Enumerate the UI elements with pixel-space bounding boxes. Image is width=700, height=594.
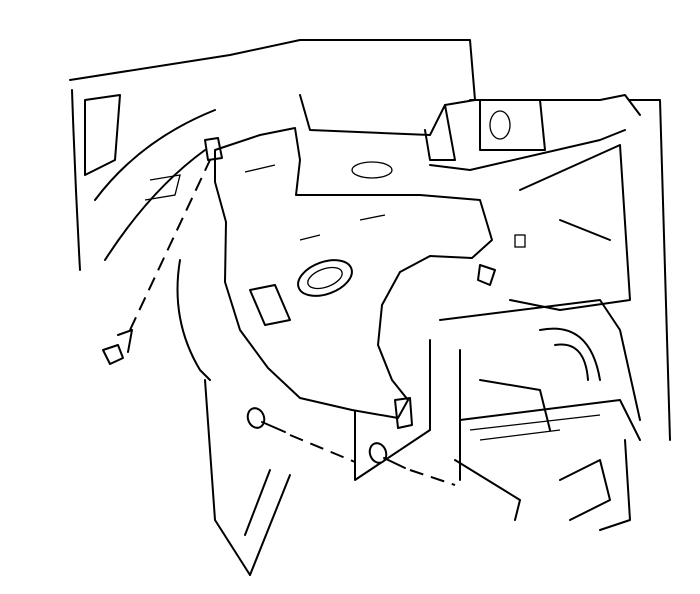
lower-left-bolt	[246, 407, 356, 463]
lower-right-bolt	[368, 442, 456, 486]
shield-details	[204, 137, 496, 429]
wheelhouse-shield	[214, 127, 493, 419]
upper-bolt	[102, 159, 211, 365]
fender-panel	[69, 39, 301, 381]
front-structure	[299, 39, 671, 531]
